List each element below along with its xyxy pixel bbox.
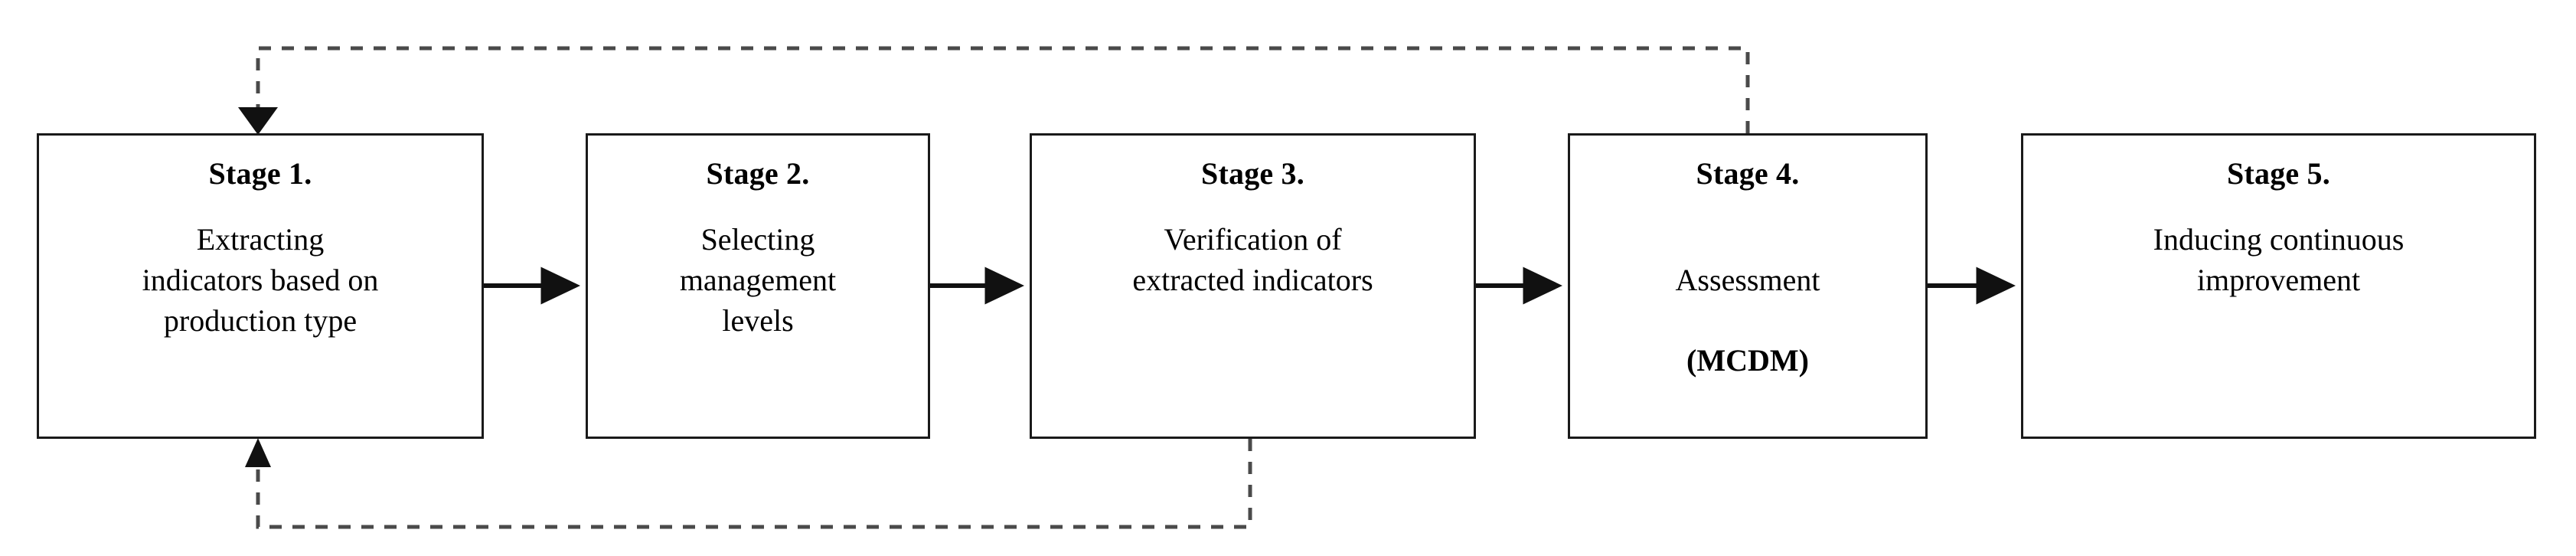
stage-3-title: Stage 3. — [1201, 156, 1304, 191]
stage-3-body: Verification of extracted indicators — [1132, 222, 1373, 297]
stage-2-title: Stage 2. — [706, 156, 810, 191]
stage-4-body: Assessment (MCDM) — [1668, 220, 1828, 422]
stage-1-body: Extracting indicators based on productio… — [142, 222, 379, 338]
stage-box-1[interactable]: Stage 1. Extracting indicators based on … — [37, 133, 484, 439]
stage-2-body: Selecting management levels — [679, 222, 837, 338]
feedback-stage4-to-stage1-arrowhead — [238, 107, 278, 135]
stage-4-body-line-2: (MCDM) — [1686, 343, 1809, 378]
stage-4-body-line-1: Assessment — [1675, 262, 1820, 297]
stage-box-4[interactable]: Stage 4. Assessment (MCDM) — [1568, 133, 1928, 439]
feedback-connector-top — [238, 46, 1750, 135]
feedback-stage3-to-stage1-path — [256, 439, 1252, 529]
stage-box-2[interactable]: Stage 2. Selecting management levels — [586, 133, 930, 439]
feedback-stage4-to-stage1-path — [256, 46, 1750, 133]
feedback-stage3-to-stage1-arrowhead — [245, 438, 271, 467]
stage-5-body: Inducing continuous improvement — [2153, 222, 2405, 297]
stage-1-title: Stage 1. — [208, 156, 312, 191]
stage-box-3[interactable]: Stage 3. Verification of extracted indic… — [1030, 133, 1476, 439]
feedback-connector-bottom — [245, 438, 1252, 529]
stage-box-5[interactable]: Stage 5. Inducing continuous improvement — [2021, 133, 2536, 439]
stage-4-title: Stage 4. — [1696, 156, 1800, 191]
stage-5-title: Stage 5. — [2227, 156, 2330, 191]
